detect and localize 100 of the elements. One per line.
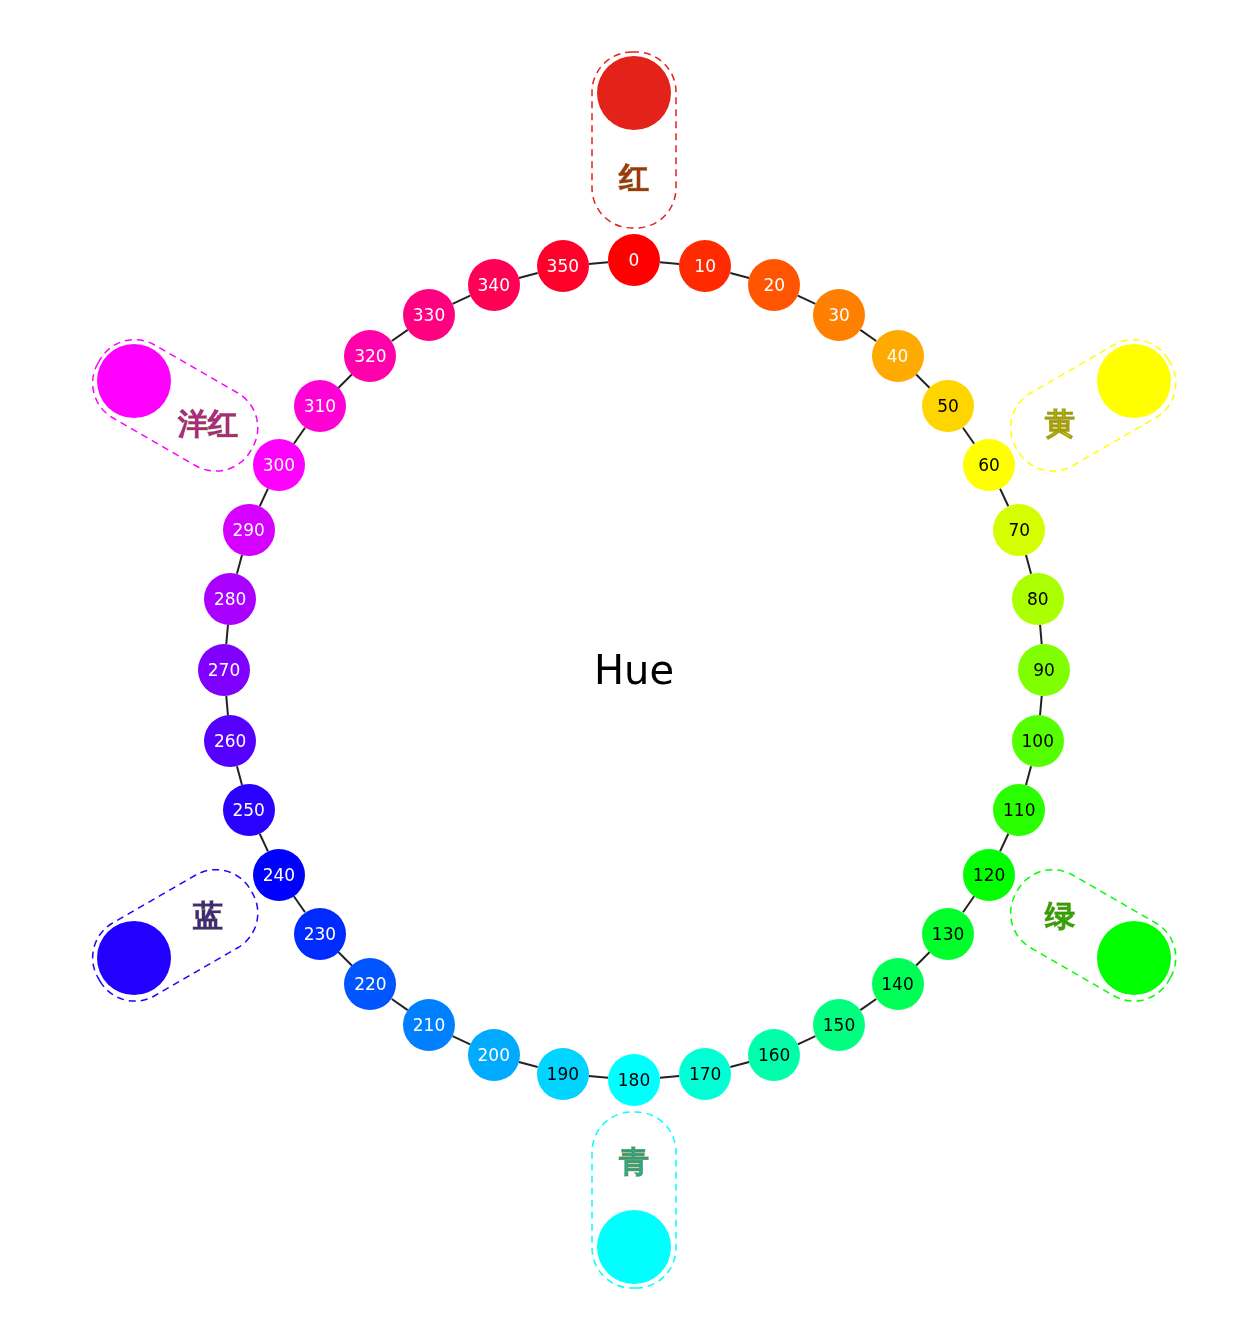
- hue-circle: [1018, 644, 1070, 696]
- hue-circle: [963, 849, 1016, 901]
- hue-value: 220: [354, 974, 387, 995]
- connector-line: [517, 271, 539, 279]
- hue-circle: [871, 329, 924, 382]
- connector-line: [1039, 623, 1043, 646]
- connector-line: [587, 1075, 610, 1079]
- hue-circle: [871, 958, 924, 1011]
- hue-value: 350: [546, 256, 579, 277]
- hue-circle: [344, 958, 397, 1011]
- hue-value: 240: [262, 865, 296, 885]
- connector-line: [859, 998, 878, 1012]
- hue-value: 30: [828, 304, 850, 325]
- connector-line: [337, 373, 354, 390]
- hue-circle: [198, 644, 250, 696]
- hue-value: 110: [1003, 800, 1036, 821]
- circle-swatch: [597, 1210, 671, 1284]
- hue-circle: [403, 999, 455, 1052]
- hue-circle: [813, 999, 865, 1052]
- connector-line: [962, 426, 976, 445]
- connector-line: [235, 553, 243, 575]
- connector-line: [390, 998, 409, 1012]
- hue-value: 10: [694, 256, 716, 277]
- hue-value: 180: [617, 1070, 651, 1090]
- circle-swatch: [1096, 344, 1171, 419]
- center-label: Hue: [594, 647, 675, 693]
- connector-line: [451, 294, 472, 305]
- hue-circle: [993, 784, 1046, 837]
- hue-circle: [963, 439, 1016, 491]
- connector-line: [729, 271, 751, 279]
- connector-line: [1039, 694, 1043, 717]
- connector-line: [292, 895, 306, 914]
- connector-line: [1025, 765, 1033, 787]
- connector-line: [914, 373, 931, 390]
- hue-value: 260: [214, 731, 247, 752]
- connector-line: [658, 261, 681, 265]
- hue-value: 270: [207, 660, 241, 680]
- hue-circle: [293, 380, 346, 433]
- hue-circle: [293, 907, 346, 960]
- connector-line: [859, 328, 878, 342]
- hue-circle: [748, 1029, 801, 1082]
- connector-line: [337, 950, 354, 967]
- hue-value: 50: [937, 396, 959, 417]
- hue-value: 210: [412, 1015, 446, 1036]
- connector-line: [999, 832, 1010, 853]
- hue-circle: [344, 329, 397, 382]
- connector-line: [258, 832, 269, 853]
- color-name: 蓝: [192, 901, 223, 931]
- hue-circle: [252, 439, 305, 491]
- hue-circle: [748, 258, 801, 311]
- hue-circle: [467, 1029, 520, 1082]
- connector-line: [292, 426, 306, 445]
- hue-value: 290: [232, 519, 265, 540]
- connector-line: [517, 1061, 539, 1069]
- hue-value: 20: [763, 274, 786, 295]
- hue-circle: [608, 1054, 660, 1106]
- hue-value: 320: [354, 345, 387, 366]
- hue-circle: [403, 288, 455, 341]
- hue-value: 190: [546, 1063, 579, 1084]
- connector-line: [658, 1075, 681, 1079]
- color-name: 黄: [1045, 409, 1076, 439]
- hue-value: 230: [303, 923, 337, 944]
- hue-value: 340: [477, 274, 510, 295]
- connector-line: [914, 950, 931, 967]
- hue-value: 130: [931, 923, 965, 944]
- color-name: 绿: [1045, 901, 1076, 931]
- connector-line: [1025, 553, 1033, 575]
- dashed-band: [590, 50, 678, 230]
- hue-value: 310: [303, 396, 337, 417]
- hue-circle: [467, 258, 520, 311]
- hue-value: 80: [1026, 588, 1049, 609]
- hue-value: 160: [758, 1045, 791, 1066]
- hue-value: 0: [628, 250, 640, 270]
- hue-value: 90: [1033, 660, 1055, 680]
- hue-circle: [608, 234, 660, 286]
- hue-value: 40: [886, 345, 909, 366]
- hue-value: 170: [688, 1063, 722, 1084]
- connector-line: [729, 1061, 751, 1069]
- hue-value: 100: [1021, 731, 1054, 752]
- hue-circle: [922, 380, 975, 433]
- hue-circle: [252, 849, 305, 901]
- connector-line: [225, 694, 229, 717]
- connector-line: [796, 1035, 817, 1046]
- connector-line: [390, 328, 409, 342]
- hue-value: 120: [972, 865, 1006, 885]
- hue-circle: [922, 907, 975, 960]
- connector-line: [451, 1035, 472, 1046]
- dashed-band: [590, 1110, 678, 1290]
- hue-value: 280: [214, 588, 247, 609]
- hue-circle: [222, 503, 275, 556]
- hue-value: 140: [881, 974, 914, 995]
- hue-value: 250: [232, 800, 265, 821]
- hue-value: 200: [477, 1045, 510, 1066]
- color-name: 红: [619, 163, 649, 193]
- connector-line: [999, 487, 1010, 508]
- connector-line: [258, 487, 269, 508]
- color-name: 洋红: [177, 409, 238, 439]
- color-name: 青: [619, 1147, 649, 1177]
- hue-value: 330: [412, 304, 446, 325]
- hue-value: 70: [1008, 519, 1031, 540]
